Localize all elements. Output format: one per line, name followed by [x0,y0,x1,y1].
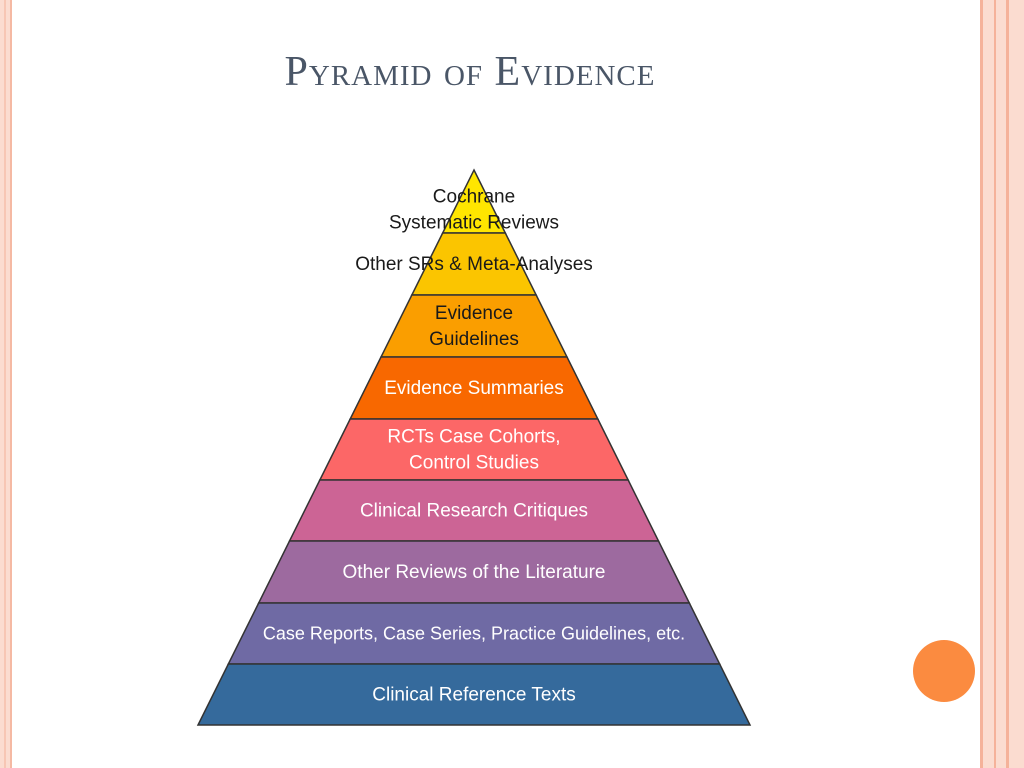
accent-circle [913,640,975,702]
pyramid-level-3-label: Evidence [435,303,513,324]
pyramid-level-1-label: Cochrane [433,187,515,208]
pyramid-level-8-label: Case Reports, Case Series, Practice Guid… [263,624,685,644]
pyramid-level-9 [196,663,752,726]
pyramid-level-1-label: Systematic Reviews [389,213,559,234]
pyramid-level-6-label: Clinical Research Critiques [360,501,588,522]
slide-title: Pyramid of Evidence [284,49,656,95]
right-frame-border [980,0,1024,768]
pyramid-level-4-label: Evidence Summaries [384,378,564,399]
pyramid-level-7-label: Other Reviews of the Literature [343,562,606,583]
left-frame-border [0,0,12,768]
pyramid-level-5-label: RCTs Case Cohorts, [387,427,560,448]
pyramid-level-5-label: Control Studies [409,453,539,474]
pyramid-level-2-label: Other SRs & Meta-Analyses [355,254,593,275]
pyramid-level-3-label: Guidelines [429,329,519,350]
pyramid-level-9-label: Clinical Reference Texts [372,685,575,706]
